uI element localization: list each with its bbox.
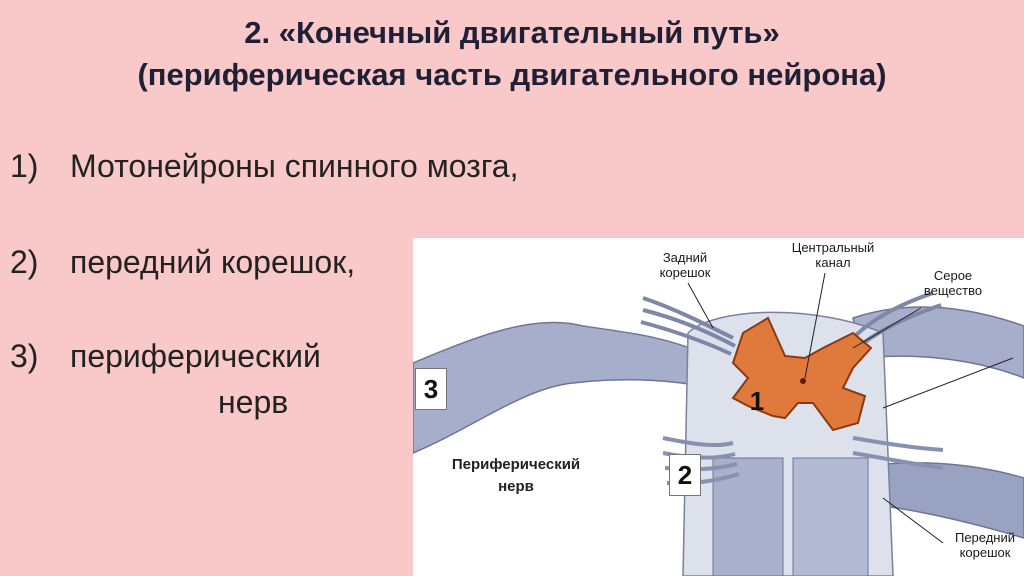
- slide-title: 2. «Конечный двигательный путь» (перифер…: [0, 12, 1024, 96]
- label-central-canal: Центральный канал: [783, 240, 883, 270]
- marker-1: 1: [749, 386, 765, 416]
- label-central-canal-line1: Центральный: [791, 240, 875, 255]
- left-nerve-trunk: [413, 321, 714, 454]
- central-canal-dot: [800, 378, 806, 384]
- label-central-canal-line2: канал: [815, 255, 851, 270]
- marker-2: 2: [669, 454, 701, 496]
- marker-3: 3: [415, 368, 447, 410]
- list-number: 2): [10, 244, 39, 280]
- label-posterior-root-line1: Задний: [662, 250, 708, 265]
- label-peripheral-nerve-line1: Периферический: [451, 456, 581, 473]
- anterior-column-left: [712, 457, 784, 576]
- pointer-lines: [687, 272, 1014, 544]
- label-gray-matter: Серое вещество: [913, 268, 993, 298]
- label-posterior-root-line2: корешок: [659, 265, 711, 280]
- list-text-continuation: нерв: [218, 384, 289, 420]
- label-gray-matter-line1: Серое: [933, 268, 973, 283]
- gray-matter: [731, 316, 873, 432]
- title-line-2: (периферическая часть двигательного нейр…: [137, 57, 887, 92]
- list-text: передний корешок,: [70, 244, 356, 280]
- label-peripheral-nerve-line2: нерв: [498, 478, 534, 495]
- anterior-column-right: [792, 457, 869, 576]
- list-number: 1): [10, 148, 39, 184]
- label-anterior-root-line1: Передний: [954, 530, 1016, 545]
- list-number: 3): [10, 338, 39, 374]
- label-posterior-root: Задний корешок: [645, 250, 725, 280]
- list-text: периферический: [70, 338, 321, 374]
- list-text: Мотонейроны спинного мозга,: [70, 148, 519, 184]
- title-line-1: 2. «Конечный двигательный путь»: [244, 15, 780, 50]
- label-anterior-root: Передний корешок: [945, 530, 1024, 560]
- label-anterior-root-line2: корешок: [959, 545, 1011, 560]
- label-gray-matter-line2: вещество: [923, 283, 983, 298]
- label-peripheral-nerve: Периферический нерв: [421, 454, 611, 498]
- spinal-cord-figure: Задний корешок Центральный канал Серое в…: [413, 238, 1024, 576]
- spinal-cord-illustration: [413, 272, 1024, 576]
